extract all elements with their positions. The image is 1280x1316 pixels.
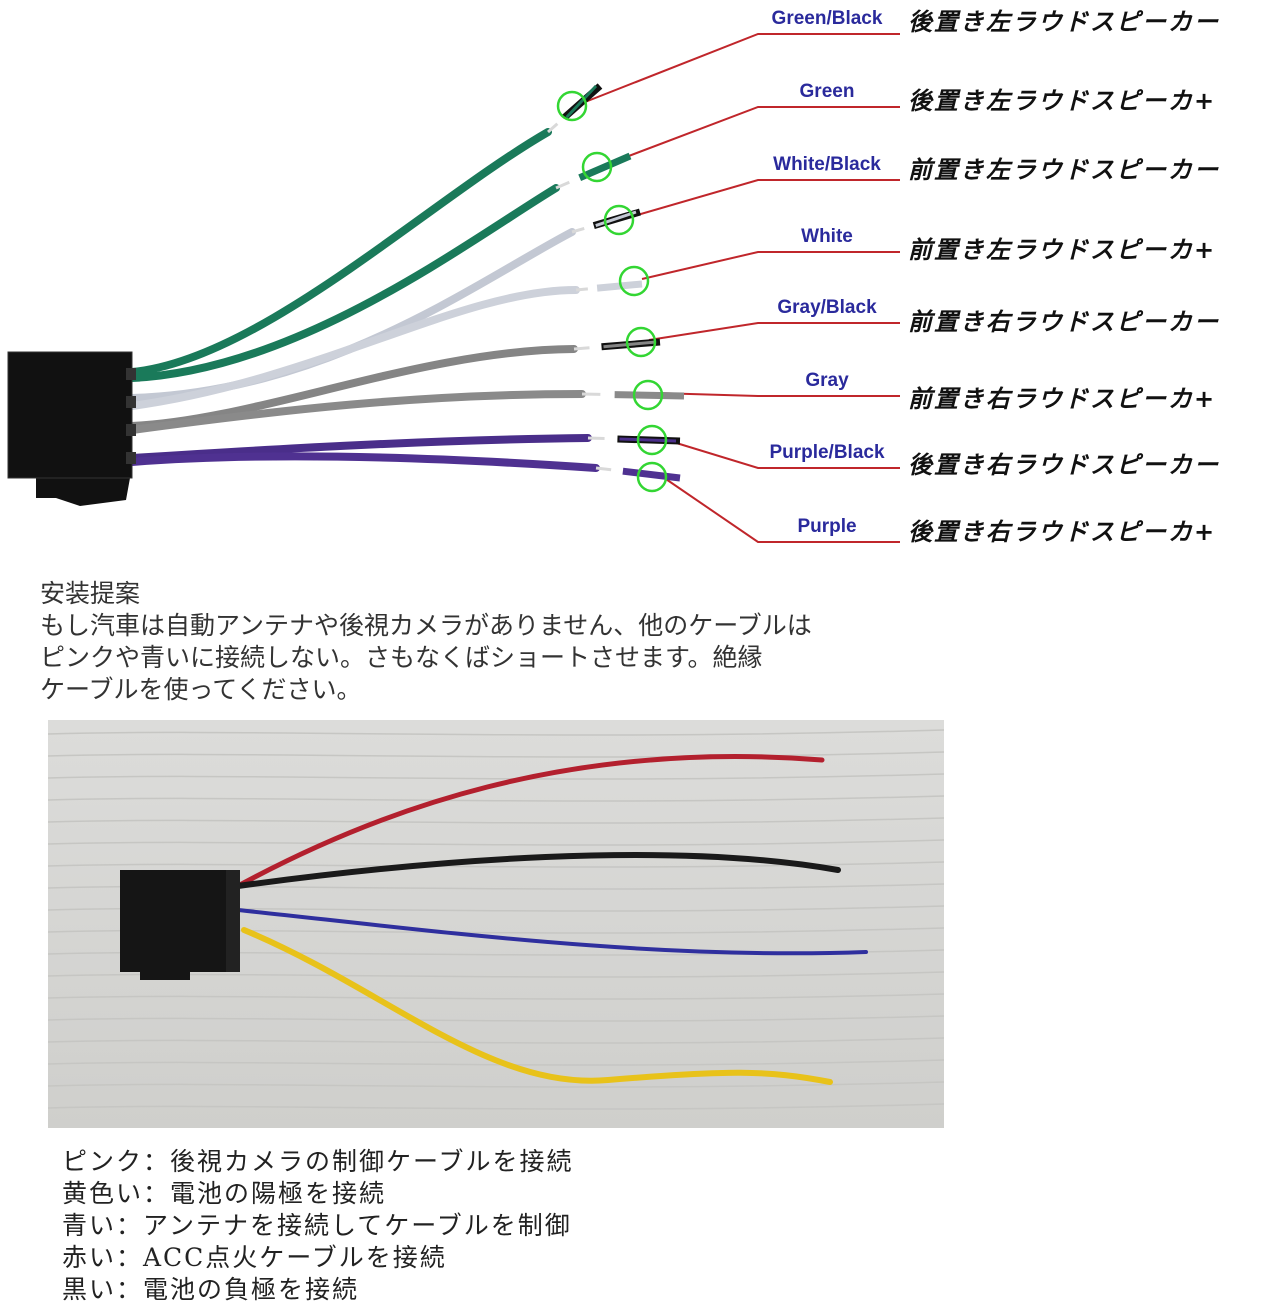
wire-color-label-8: Purple (797, 516, 857, 537)
leader-line-6 (655, 392, 900, 397)
legend-pink: ピンク：後視カメラの制御ケーブルを接続 (62, 1147, 574, 1176)
wire-color-label-1: Green/Black (771, 8, 883, 29)
wire-function-label-5: 前置き右ラウドスピーカー (908, 308, 1220, 336)
highlight-ring-8 (636, 461, 668, 493)
terminal-4 (596, 280, 643, 292)
suggestion-line-3: ケーブルを使ってください。 (40, 675, 362, 704)
wire-legend: ピンク：後視カメラの制御ケーブルを接続 黄色い：電池の陽極を接続 青い：アンテナ… (62, 1146, 574, 1306)
leader-line-1 (579, 33, 900, 105)
bare-conductor-4 (575, 287, 589, 292)
wire-function-label-8: 後置き右ラウドスピーカ+ (908, 518, 1217, 546)
bare-conductor-1 (547, 122, 559, 134)
wire-function-label-3: 前置き左ラウドスピーカー (908, 156, 1220, 184)
bare-conductor-7 (587, 436, 605, 441)
wire-6 (128, 390, 586, 434)
highlight-ring-2 (581, 151, 613, 183)
wire-1 (128, 128, 552, 376)
bare-conductor-5 (573, 346, 590, 351)
installation-suggestion: 安装提案 もし汽車は自動アンテナや後視カメラがありません、他のケーブルは ピンク… (40, 578, 960, 706)
wiring-diagram (7, 33, 900, 543)
highlight-ring-1 (556, 90, 588, 122)
suggestion-line-1: もし汽車は自動アンテナや後視カメラがありません、他のケーブルは (40, 611, 812, 640)
wire-function-label-6: 前置き右ラウドスピーカ+ (908, 385, 1217, 413)
wire-5 (128, 345, 578, 430)
terminal-2 (578, 152, 632, 181)
wire-color-label-4: White (801, 226, 853, 247)
terminal-stripe-1 (565, 84, 598, 119)
wire-color-label-3: White/Black (773, 154, 881, 175)
wire-function-label-2: 後置き左ラウドスピーカ+ (908, 87, 1217, 115)
leader-line-4 (641, 251, 900, 280)
suggestion-line-2: ピンクや青いに接続しない。さもなくばショートさせます。絶縁 (40, 643, 763, 672)
bare-conductor-3 (571, 226, 585, 234)
photo-wire-3 (236, 908, 868, 956)
photo-wire-2 (235, 851, 841, 889)
terminal-stripe-7 (619, 437, 677, 443)
wire-function-label-4: 前置き左ラウドスピーカ+ (908, 236, 1217, 264)
legend-blue: 青い：アンテナを接続してケーブルを制御 (62, 1211, 572, 1240)
terminal-stripe-3 (595, 210, 637, 228)
wire-color-label-5: Gray/Black (777, 297, 877, 318)
highlight-ring-5 (625, 326, 657, 358)
harness-connector (7, 351, 136, 506)
photo-wire-4 (241, 927, 833, 1085)
legend-red: 赤い：ACC点火ケーブルを接続 (62, 1243, 447, 1272)
leader-line-7 (659, 437, 900, 469)
highlight-rings (556, 90, 668, 493)
connector-photo (48, 720, 944, 1128)
wire-function-label-7: 後置き右ラウドスピーカー (908, 451, 1220, 479)
photo-wires (235, 754, 868, 1085)
leader-line-8 (659, 474, 900, 543)
wire-color-label-6: Gray (805, 370, 849, 391)
legend-black: 黒い：電池の負極を接続 (62, 1275, 360, 1304)
terminal-stripe-5 (603, 340, 657, 349)
bare-conductor-2 (555, 180, 570, 190)
wire-color-label-7: Purple/Black (769, 442, 885, 463)
highlight-ring-6 (632, 379, 664, 411)
leader-line-3 (626, 179, 900, 219)
wire-4 (128, 286, 580, 410)
leader-line-5 (648, 322, 900, 341)
photo-connector (120, 870, 240, 980)
bare-conductor-8 (595, 466, 612, 472)
wire-color-label-2: Green (799, 81, 855, 102)
wire-8 (128, 452, 600, 472)
terminal-6 (614, 391, 685, 400)
wire-2 (128, 184, 560, 382)
highlight-ring-4 (618, 265, 650, 297)
photo-scene (48, 720, 944, 1128)
legend-yellow: 黄色い：電池の陽極を接続 (62, 1179, 387, 1208)
highlight-ring-7 (636, 424, 668, 456)
wire-7 (128, 434, 592, 462)
wire-bundle (128, 83, 685, 482)
terminal-8 (622, 467, 681, 482)
leader-line-2 (604, 106, 900, 166)
photo-wire-1 (235, 754, 825, 889)
suggestion-title: 安装提案 (40, 579, 141, 608)
leader-lines (579, 33, 900, 543)
highlight-ring-3 (603, 204, 635, 236)
wire-function-label-1: 後置き左ラウドスピーカー (908, 8, 1220, 36)
